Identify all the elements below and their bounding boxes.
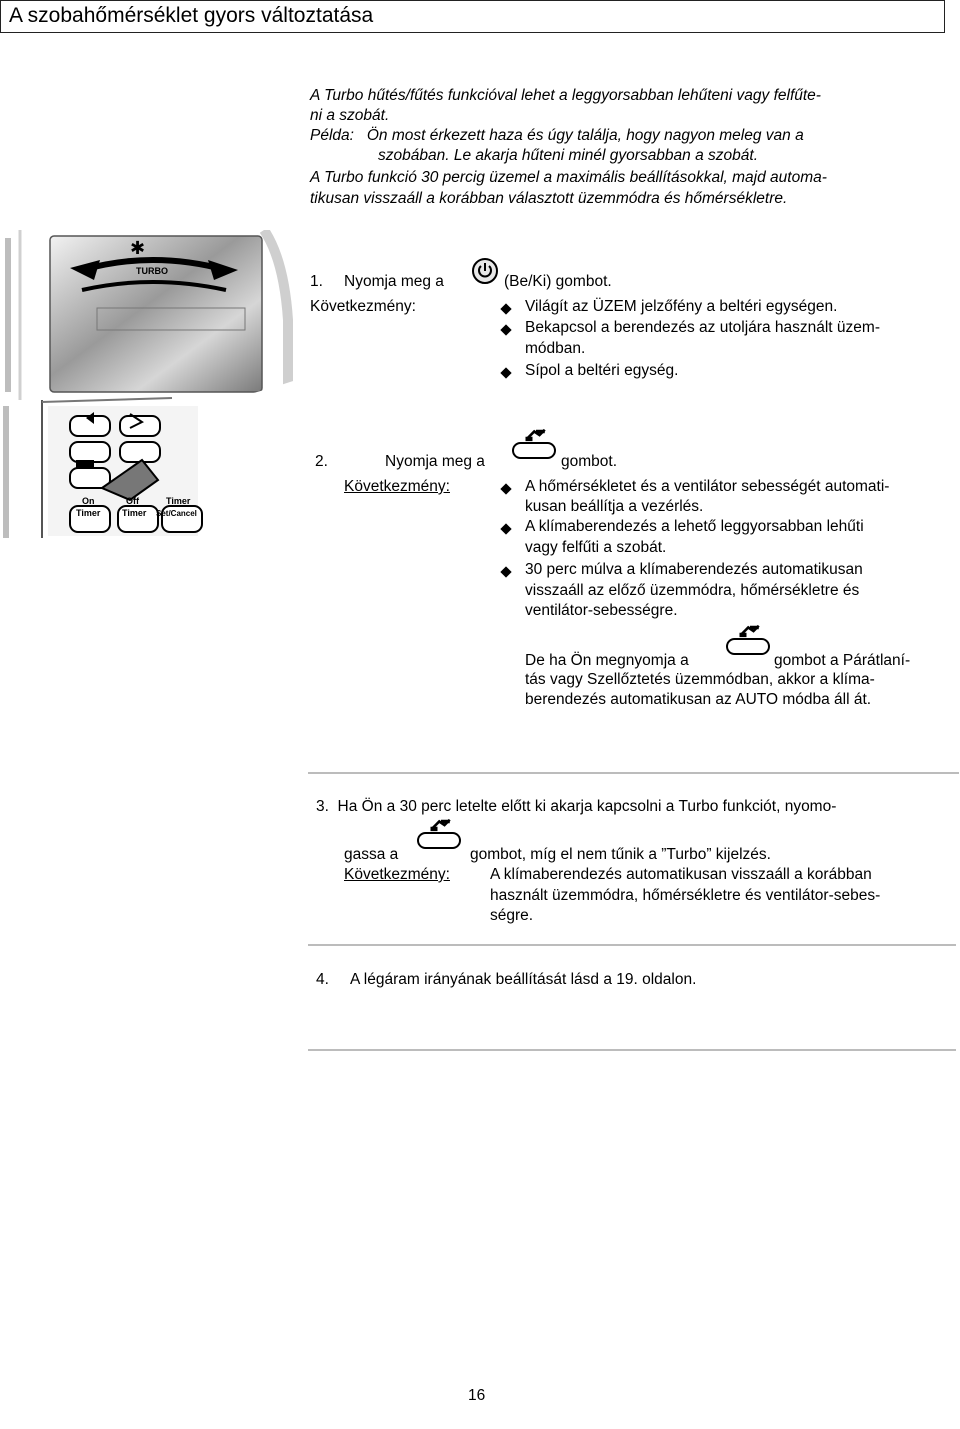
step1-consequence-label: Következmény:	[310, 298, 416, 315]
step1-bullet-2b: módban.	[525, 340, 586, 357]
step3-line2-after: gombot, míg el nem tűnik a ”Turbo” kijel…	[470, 846, 771, 863]
page-number: 16	[468, 1387, 486, 1404]
step1-bullet-1: Világít az ÜZEM jelzőfény a beltéri egys…	[525, 298, 838, 315]
step2-consequence-label: Következmény:	[344, 478, 450, 495]
step2-text-after: gombot.	[561, 453, 618, 470]
title-bar: A szobahőmérséklet gyors változtatása	[0, 0, 945, 33]
divider	[308, 1049, 956, 1051]
off-timer-label-1: Off	[126, 496, 140, 506]
step2-text-before: Nyomja meg a	[385, 453, 485, 470]
step2-bullet-1b: kusan beállítja a vezérlés.	[525, 498, 704, 515]
bullet-diamond-icon	[500, 367, 512, 379]
intro-line-6: tikusan visszaáll a korábban választott …	[310, 190, 788, 207]
step2-bullet-2a: A klímaberendezés a lehető leggyorsabban…	[525, 518, 864, 535]
step2-note-after: gombot a Párátlaní-	[774, 652, 911, 669]
svg-text:✱: ✱	[130, 238, 145, 259]
step1-text-before: Nyomja meg a	[344, 273, 444, 290]
step1-bullet-2a: Bekapcsol a berendezés az utoljára haszn…	[525, 319, 880, 336]
intro-line-4: szobában. Le akarja hűteni minél gyorsab…	[378, 147, 758, 164]
bullet-diamond-icon	[500, 523, 512, 535]
timer-set-label-2: Set/Cancel	[156, 509, 197, 518]
step2-note-line2: tás vagy Szellőztetés üzemmódban, akkor …	[525, 671, 875, 688]
timer-set-label-1: Timer	[166, 496, 191, 506]
step2-bullet-1a: A hőmérsékletet és a ventilátor sebesség…	[525, 478, 890, 495]
remote-control-illustration: TURBO ✱ On Timer Off Timer Timer Set/Can…	[2, 227, 296, 540]
bullet-diamond-icon	[500, 483, 512, 495]
step2-note-line3: berendezés automatikusan az AUTO módba á…	[525, 691, 872, 708]
turbo-display-label: TURBO	[136, 266, 168, 276]
step2-bullet-3a: 30 perc múlva a klímaberendezés automati…	[525, 561, 863, 578]
step2-note-before: De ha Ön megnyomja a	[525, 652, 689, 669]
on-timer-label-1: On	[82, 496, 95, 506]
on-timer-label-2: Timer	[76, 508, 101, 518]
step1-number: 1.	[310, 273, 323, 290]
turbo-button-icon	[417, 818, 461, 852]
intro-line-3: Példa: Ön most érkezett haza és úgy talá…	[310, 127, 804, 144]
step3-line1: 3. Ha Ön a 30 perc letelte előtt ki akar…	[316, 798, 837, 815]
bullet-diamond-icon	[500, 324, 512, 336]
intro-line-5: A Turbo funkció 30 percig üzemel a maxim…	[310, 169, 827, 186]
power-button-icon	[472, 258, 498, 284]
remote-control-drawing: TURBO ✱ On Timer Off Timer Timer Set/Can…	[2, 227, 296, 540]
step2-bullet-2b: vagy felfűti a szobát.	[525, 539, 667, 556]
intro-line-2: ni a szobát.	[310, 107, 390, 124]
intro-line-1: A Turbo hűtés/fűtés funkcióval lehet a l…	[310, 87, 821, 104]
step3-line2-before: gassa a	[344, 846, 399, 863]
step3-consequence-line2: használt üzemmódra, hőmérsékletre és ven…	[490, 887, 881, 904]
step2-bullet-3c: ventilátor-sebességre.	[525, 602, 678, 619]
step1-text-after: (Be/Ki) gombot.	[504, 273, 612, 290]
divider	[308, 772, 959, 774]
divider	[308, 944, 956, 946]
off-timer-label-2: Timer	[122, 508, 147, 518]
step1-bullet-3: Sípol a beltéri egység.	[525, 362, 679, 379]
bullet-diamond-icon	[500, 566, 512, 578]
turbo-button-icon	[512, 428, 556, 462]
step2-number: 2.	[315, 453, 328, 470]
step4-number: 4.	[316, 971, 329, 988]
step2-bullet-3b: visszaáll az előző üzemmódra, hőmérsékle…	[525, 582, 860, 599]
bullet-diamond-icon	[500, 303, 512, 315]
step4-text: A légáram irányának beállítását lásd a 1…	[350, 971, 697, 988]
turbo-button-icon	[726, 624, 770, 658]
step3-consequence-label: Következmény:	[344, 866, 450, 883]
step3-consequence-line3: ségre.	[490, 907, 534, 924]
step3-consequence-line1: A klímaberendezés automatikusan visszaál…	[490, 866, 872, 883]
page-title: A szobahőmérséklet gyors változtatása	[9, 4, 374, 27]
